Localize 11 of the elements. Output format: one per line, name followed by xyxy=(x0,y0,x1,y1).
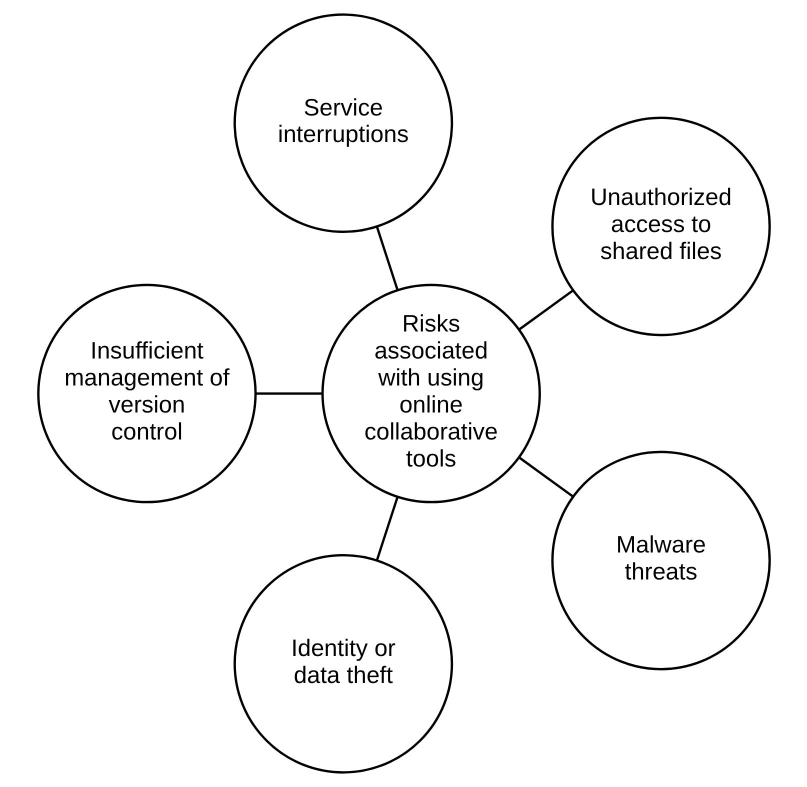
node-circle: Insufficient management of version control xyxy=(36,284,256,504)
connector xyxy=(256,392,322,395)
node-circle: Malware threats xyxy=(550,450,770,670)
node-circle: Service interruptions xyxy=(233,13,453,233)
connector xyxy=(375,496,398,561)
node-circle: Risks associated with using online collaborative tools xyxy=(320,284,540,504)
connector xyxy=(518,290,573,330)
node-circle: Identity or data theft xyxy=(233,554,453,774)
node-circle: Unauthorized access to shared files xyxy=(550,116,770,336)
connector xyxy=(375,226,398,290)
connector xyxy=(518,456,573,498)
